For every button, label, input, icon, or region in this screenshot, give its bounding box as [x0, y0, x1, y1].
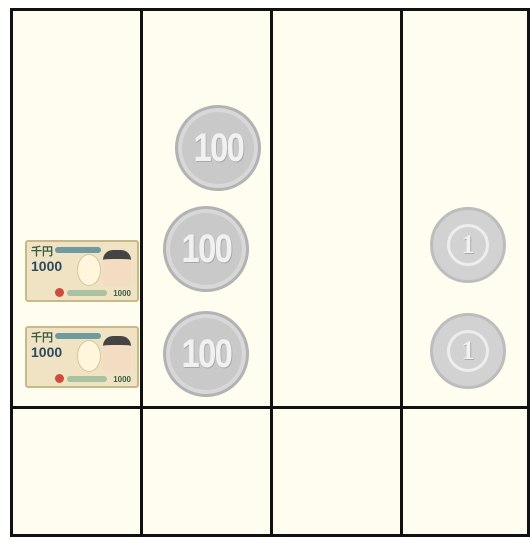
portrait-icon	[103, 250, 131, 286]
portrait-icon	[103, 336, 131, 372]
grid-line-top	[10, 8, 530, 11]
answer-cell-tens[interactable]	[273, 409, 400, 537]
answer-cell-ones[interactable]	[403, 409, 527, 537]
bill-pattern	[67, 376, 107, 382]
one-yen-coin[interactable]: 1	[430, 207, 506, 283]
bill-watermark	[77, 254, 101, 286]
bill-pattern	[55, 333, 101, 339]
bill-value: 1000	[31, 258, 62, 274]
grid-line-bottom	[10, 534, 530, 537]
grid-line-left	[10, 8, 13, 537]
coin-label: 1	[447, 330, 489, 372]
coin-label: 100	[193, 126, 243, 171]
bill-label: 千円	[31, 243, 53, 259]
thousand-yen-bill[interactable]: 千円 1000 1000	[25, 326, 139, 388]
bill-pattern	[55, 247, 101, 253]
thousand-yen-bill[interactable]: 千円 1000 1000	[25, 240, 139, 302]
coin-label: 100	[181, 227, 231, 272]
grid-line-3	[400, 8, 403, 537]
answer-cell-thousands[interactable]	[13, 409, 140, 537]
hundred-yen-coin[interactable]: 100	[163, 311, 249, 397]
hundred-yen-coin[interactable]: 100	[163, 206, 249, 292]
coin-label: 100	[181, 332, 231, 377]
seal-icon	[55, 374, 64, 383]
bill-value: 1000	[31, 344, 62, 360]
column-tens[interactable]	[273, 8, 400, 406]
bill-value-small: 1000	[113, 289, 131, 298]
bill-pattern	[67, 290, 107, 296]
bill-label: 千円	[31, 329, 53, 345]
place-value-board: 千円 1000 1000 千円 1000 1000 100 100 100 1 …	[10, 8, 530, 537]
answer-cell-hundreds[interactable]	[143, 409, 270, 537]
grid-line-1	[140, 8, 143, 537]
bill-value-small: 1000	[113, 375, 131, 384]
grid-line-2	[270, 8, 273, 537]
seal-icon	[55, 288, 64, 297]
bill-watermark	[77, 340, 101, 372]
grid-line-divider	[10, 406, 530, 409]
grid-line-right	[527, 8, 530, 537]
one-yen-coin[interactable]: 1	[430, 313, 506, 389]
coin-label: 1	[447, 224, 489, 266]
hundred-yen-coin[interactable]: 100	[175, 105, 261, 191]
